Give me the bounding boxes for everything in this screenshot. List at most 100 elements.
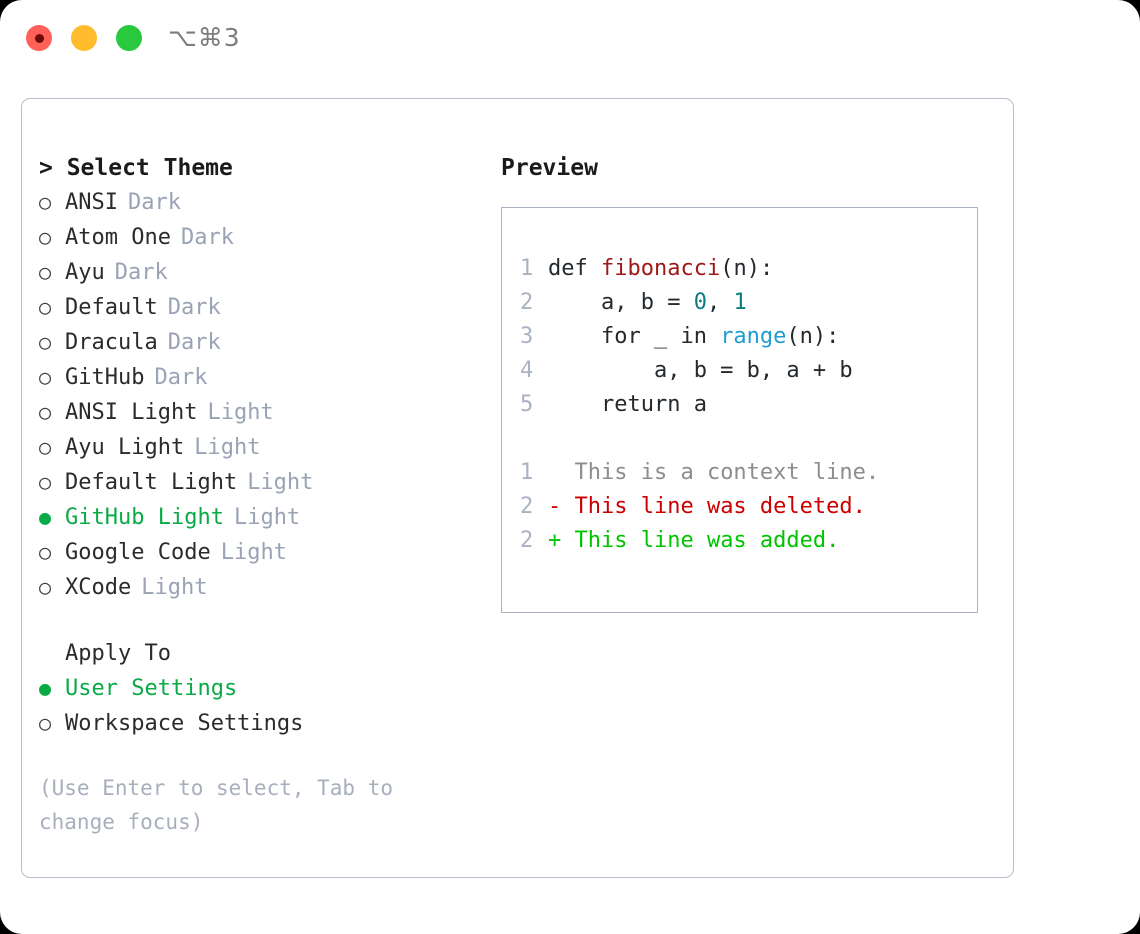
theme-option-xcode[interactable]: ○ XCode Light (39, 570, 489, 605)
code-token-plain: def (548, 256, 601, 281)
theme-option-variant: Dark (167, 330, 221, 355)
theme-option-variant: Light (141, 575, 208, 600)
theme-option-variant: Dark (180, 225, 234, 250)
radio-unselected-icon: ○ (39, 190, 52, 214)
minimize-button[interactable] (71, 25, 97, 51)
theme-option-variant: Light (207, 400, 274, 425)
radio-unselected-icon: ○ (39, 575, 52, 599)
theme-option-label: GitHub (65, 365, 145, 390)
diff-line-text: This is a context line. (561, 460, 880, 485)
line-number: 3 (520, 324, 534, 349)
recording-indicator-icon (34, 33, 44, 43)
radio-unselected-icon: ○ (39, 330, 52, 354)
keyboard-hint-text: (Use Enter to select, Tab to change focu… (39, 776, 394, 834)
code-token-num: 1 (733, 290, 747, 315)
title-bar: ⌥⌘3 (0, 0, 1140, 80)
code-line: 4 a, b = b, a + b (520, 354, 977, 388)
theme-option-github-light[interactable]: ● GitHub Light Light (39, 500, 489, 535)
line-number: 4 (520, 358, 534, 383)
theme-option-variant: Dark (167, 295, 221, 320)
select-theme-heading: > Select Theme (39, 155, 233, 181)
line-number: 1 (520, 256, 534, 281)
code-line-text: for _ in range(n): (548, 320, 839, 354)
theme-option-label: Default Light (65, 470, 238, 495)
code-line-text: a, b = 0, 1 (548, 286, 747, 320)
code-line: 5 return a (520, 388, 977, 422)
code-token-plain: return a (548, 392, 707, 417)
apply-to-option-user-settings[interactable]: ●User Settings (39, 671, 489, 706)
line-number: 2 (520, 528, 534, 553)
zoom-button[interactable] (116, 25, 142, 51)
apply-to-option-label: Workspace Settings (65, 711, 304, 736)
diff-block: 1 This is a context line.2- This line wa… (520, 456, 977, 558)
apply-to-heading: Apply To (65, 641, 171, 666)
keyboard-shortcut-label: ⌥⌘3 (168, 23, 241, 52)
theme-option-default-light[interactable]: ○ Default Light Light (39, 465, 489, 500)
diff-line-ctx: 1 This is a context line. (520, 456, 977, 490)
code-line-text: def fibonacci(n): (548, 252, 773, 286)
code-line: 3 for _ in range(n): (520, 320, 977, 354)
radio-unselected-icon: ○ (39, 470, 52, 494)
code-token-num: 0 (693, 290, 707, 315)
theme-option-variant: Dark (114, 260, 168, 285)
theme-option-label: Ayu Light (65, 435, 185, 460)
theme-option-variant: Light (247, 470, 314, 495)
window-controls (26, 25, 142, 51)
apply-to-option-label: User Settings (65, 676, 238, 701)
preview-heading: Preview (501, 155, 598, 181)
line-number: 1 (520, 460, 534, 485)
line-number: 2 (520, 494, 534, 519)
code-token-plain: a, b = (548, 290, 694, 315)
theme-option-label: Atom One (65, 225, 171, 250)
theme-option-default[interactable]: ○ Default Dark (39, 290, 489, 325)
code-line: 2 a, b = 0, 1 (520, 286, 977, 320)
radio-unselected-icon: ○ (39, 540, 52, 564)
theme-option-variant: Light (233, 505, 301, 530)
code-token-plain: , (706, 290, 734, 315)
radio-unselected-icon: ○ (39, 711, 52, 735)
code-token-plain: a, b = b, a + b (548, 358, 853, 383)
theme-option-label: GitHub Light (65, 505, 224, 530)
theme-option-label: ANSI (65, 190, 118, 215)
radio-unselected-icon: ○ (39, 295, 52, 319)
line-number: 2 (520, 290, 534, 315)
diff-line-del: 2- This line was deleted. (520, 490, 977, 524)
radio-unselected-icon: ○ (39, 260, 52, 284)
theme-option-ansi-light[interactable]: ○ ANSI Light Light (39, 395, 489, 430)
apply-to-option-workspace-settings[interactable]: ○ Workspace Settings (39, 706, 489, 741)
diff-line-add: 2 + This line was added. (520, 524, 977, 558)
theme-option-atom-one[interactable]: ○ Atom One Dark (39, 220, 489, 255)
radio-selected-icon: ● (39, 505, 52, 529)
close-button[interactable] (26, 25, 52, 51)
spacer (39, 605, 489, 637)
code-token-call: range (720, 324, 787, 349)
radio-unselected-icon: ○ (39, 435, 52, 459)
theme-option-label: Default (65, 295, 158, 320)
code-token-plain: (n): (720, 256, 774, 281)
code-token-plain: for _ in (548, 324, 721, 349)
apply-to-list: ●User Settings ○ Workspace Settings (39, 671, 489, 741)
theme-option-ansi[interactable]: ○ ANSI Dark (39, 185, 489, 220)
diff-marker: - (548, 494, 562, 519)
code-line: 1 def fibonacci(n): (520, 252, 977, 286)
radio-unselected-icon: ○ (39, 225, 52, 249)
code-token-plain: (n): (786, 324, 840, 349)
diff-marker: + (548, 528, 562, 553)
theme-option-label: XCode (65, 575, 132, 600)
theme-option-label: ANSI Light (65, 400, 198, 425)
diff-line-text: This line was added. (561, 528, 840, 553)
theme-option-variant: Dark (127, 190, 181, 215)
theme-option-variant: Dark (154, 365, 208, 390)
theme-option-github[interactable]: ○ GitHub Dark (39, 360, 489, 395)
radio-unselected-icon: ○ (39, 365, 52, 389)
radio-unselected-icon: ○ (39, 400, 52, 424)
